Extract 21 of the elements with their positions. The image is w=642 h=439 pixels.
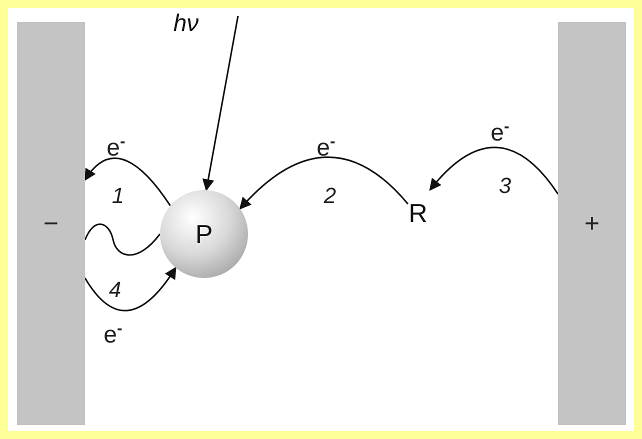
edge-label: 4 bbox=[108, 277, 122, 303]
electrode-bar bbox=[17, 22, 85, 425]
electron-label: e$^{-}$ bbox=[316, 134, 336, 162]
electron-label: e$^{-}$ bbox=[106, 134, 126, 162]
arrow bbox=[202, 16, 239, 192]
arrow bbox=[429, 146, 559, 194]
electrode-bar bbox=[558, 22, 626, 425]
molecule-label: R bbox=[408, 198, 428, 228]
electron-label: e$^{-}$ bbox=[104, 320, 122, 350]
photon-label: hν bbox=[173, 10, 199, 38]
edge-label: 2 bbox=[324, 183, 336, 209]
arrow bbox=[84, 266, 176, 312]
arrow bbox=[239, 156, 409, 210]
edge-label: 3 bbox=[498, 173, 512, 199]
wavy-connector bbox=[84, 223, 161, 256]
edge-label: 1 bbox=[112, 183, 124, 209]
electron-label: e$^{-}$ bbox=[490, 118, 510, 148]
polarity-sign: + bbox=[584, 208, 600, 239]
polarity-sign: − bbox=[43, 208, 59, 239]
arrow bbox=[84, 157, 171, 206]
molecule-label: P bbox=[195, 218, 213, 250]
